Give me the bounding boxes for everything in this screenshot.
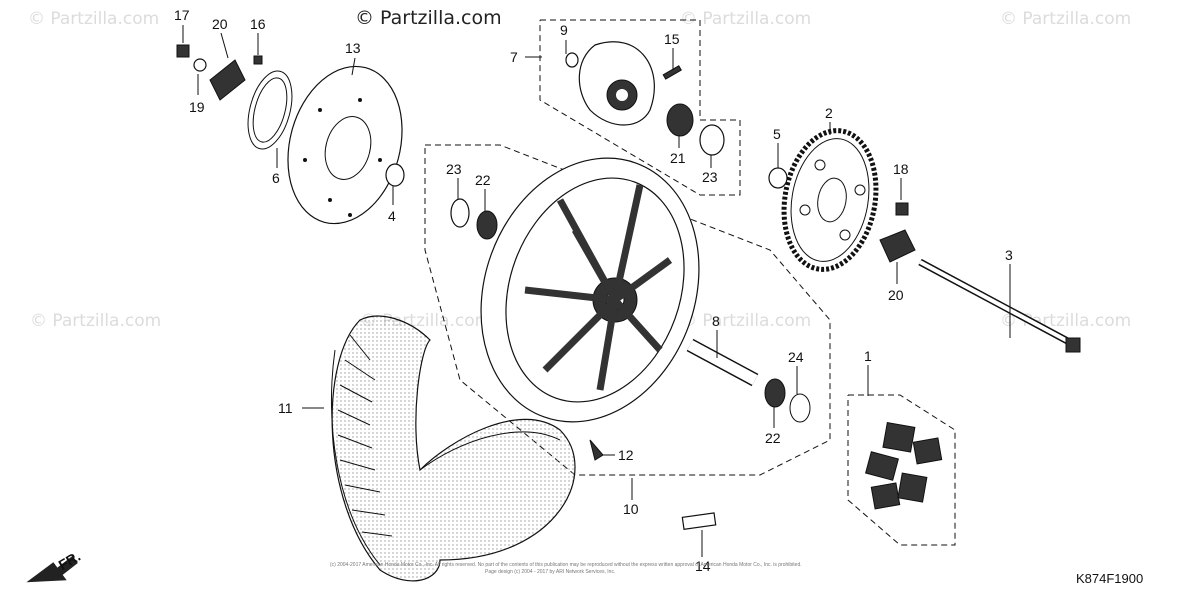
copyright-line: (c) 2004-2017 American Honda Motor Co., … (330, 562, 802, 568)
callout-18: 18 (893, 161, 909, 177)
callout-24: 24 (788, 349, 804, 365)
callout-8: 8 (712, 313, 720, 329)
group-outlines (424, 19, 956, 546)
leader-lines (182, 25, 1011, 557)
callout-1: 1 (864, 348, 872, 364)
axle (918, 258, 1081, 353)
watermark-main: © Partzilla.com (355, 7, 502, 29)
callout-22: 22 (475, 172, 491, 188)
callout-6: 6 (272, 170, 280, 186)
callout-7: 7 (510, 49, 518, 65)
callout-4: 4 (388, 208, 396, 224)
copyright-line: Page design (c) 2004 - 2017 by ARI Netwo… (485, 569, 615, 575)
callout-12: 12 (618, 447, 634, 463)
callout-11: 11 (278, 400, 293, 416)
sprocket-hub (565, 41, 725, 156)
wheel-rim (480, 157, 700, 423)
callout-19: 19 (189, 99, 205, 115)
callout-13: 13 (345, 40, 361, 56)
callout-21: 21 (670, 150, 686, 166)
callout-14: 14 (695, 558, 711, 574)
callout-2: 2 (825, 105, 833, 121)
front-marker: FR. (26, 548, 83, 583)
callout-23: 23 (446, 161, 462, 177)
disc-adapter (247, 70, 293, 150)
callout-5: 5 (773, 126, 781, 142)
watermark-text: © Partzilla.com (1000, 9, 1131, 29)
watermark-text: © Partzilla.com (28, 9, 159, 29)
callouts: 17 20 16 13 19 6 4 7 9 15 21 23 2 5 18 2… (174, 7, 1013, 574)
brake-disc (287, 65, 403, 225)
callout-23: 23 (702, 169, 718, 185)
small-parts-left (176, 44, 405, 187)
damper-group-outline (847, 394, 956, 546)
tire (330, 315, 576, 582)
hub-group-outline (539, 19, 741, 196)
sprocket (768, 128, 916, 272)
front-arrow-icon (26, 555, 78, 583)
callout-17: 17 (174, 7, 190, 23)
watermark-text: © Partzilla.com (30, 311, 161, 331)
diagram-code: K874F1900 (1076, 571, 1143, 586)
cush-dampers (865, 421, 943, 510)
copyright-notice: (c) 2004-2017 American Honda Motor Co., … (330, 562, 802, 575)
callout-10: 10 (623, 501, 639, 517)
watermark-text: © Partzilla.com (680, 9, 811, 29)
callout-3: 3 (1005, 247, 1013, 263)
callout-22: 22 (765, 430, 781, 446)
callout-16: 16 (250, 16, 266, 32)
callout-20: 20 (888, 287, 904, 303)
wheel-bearings (450, 198, 811, 530)
watermark-text: © Partzilla.com (680, 311, 811, 331)
callout-20: 20 (212, 16, 228, 32)
callout-15: 15 (664, 31, 680, 47)
callout-9: 9 (560, 22, 568, 38)
